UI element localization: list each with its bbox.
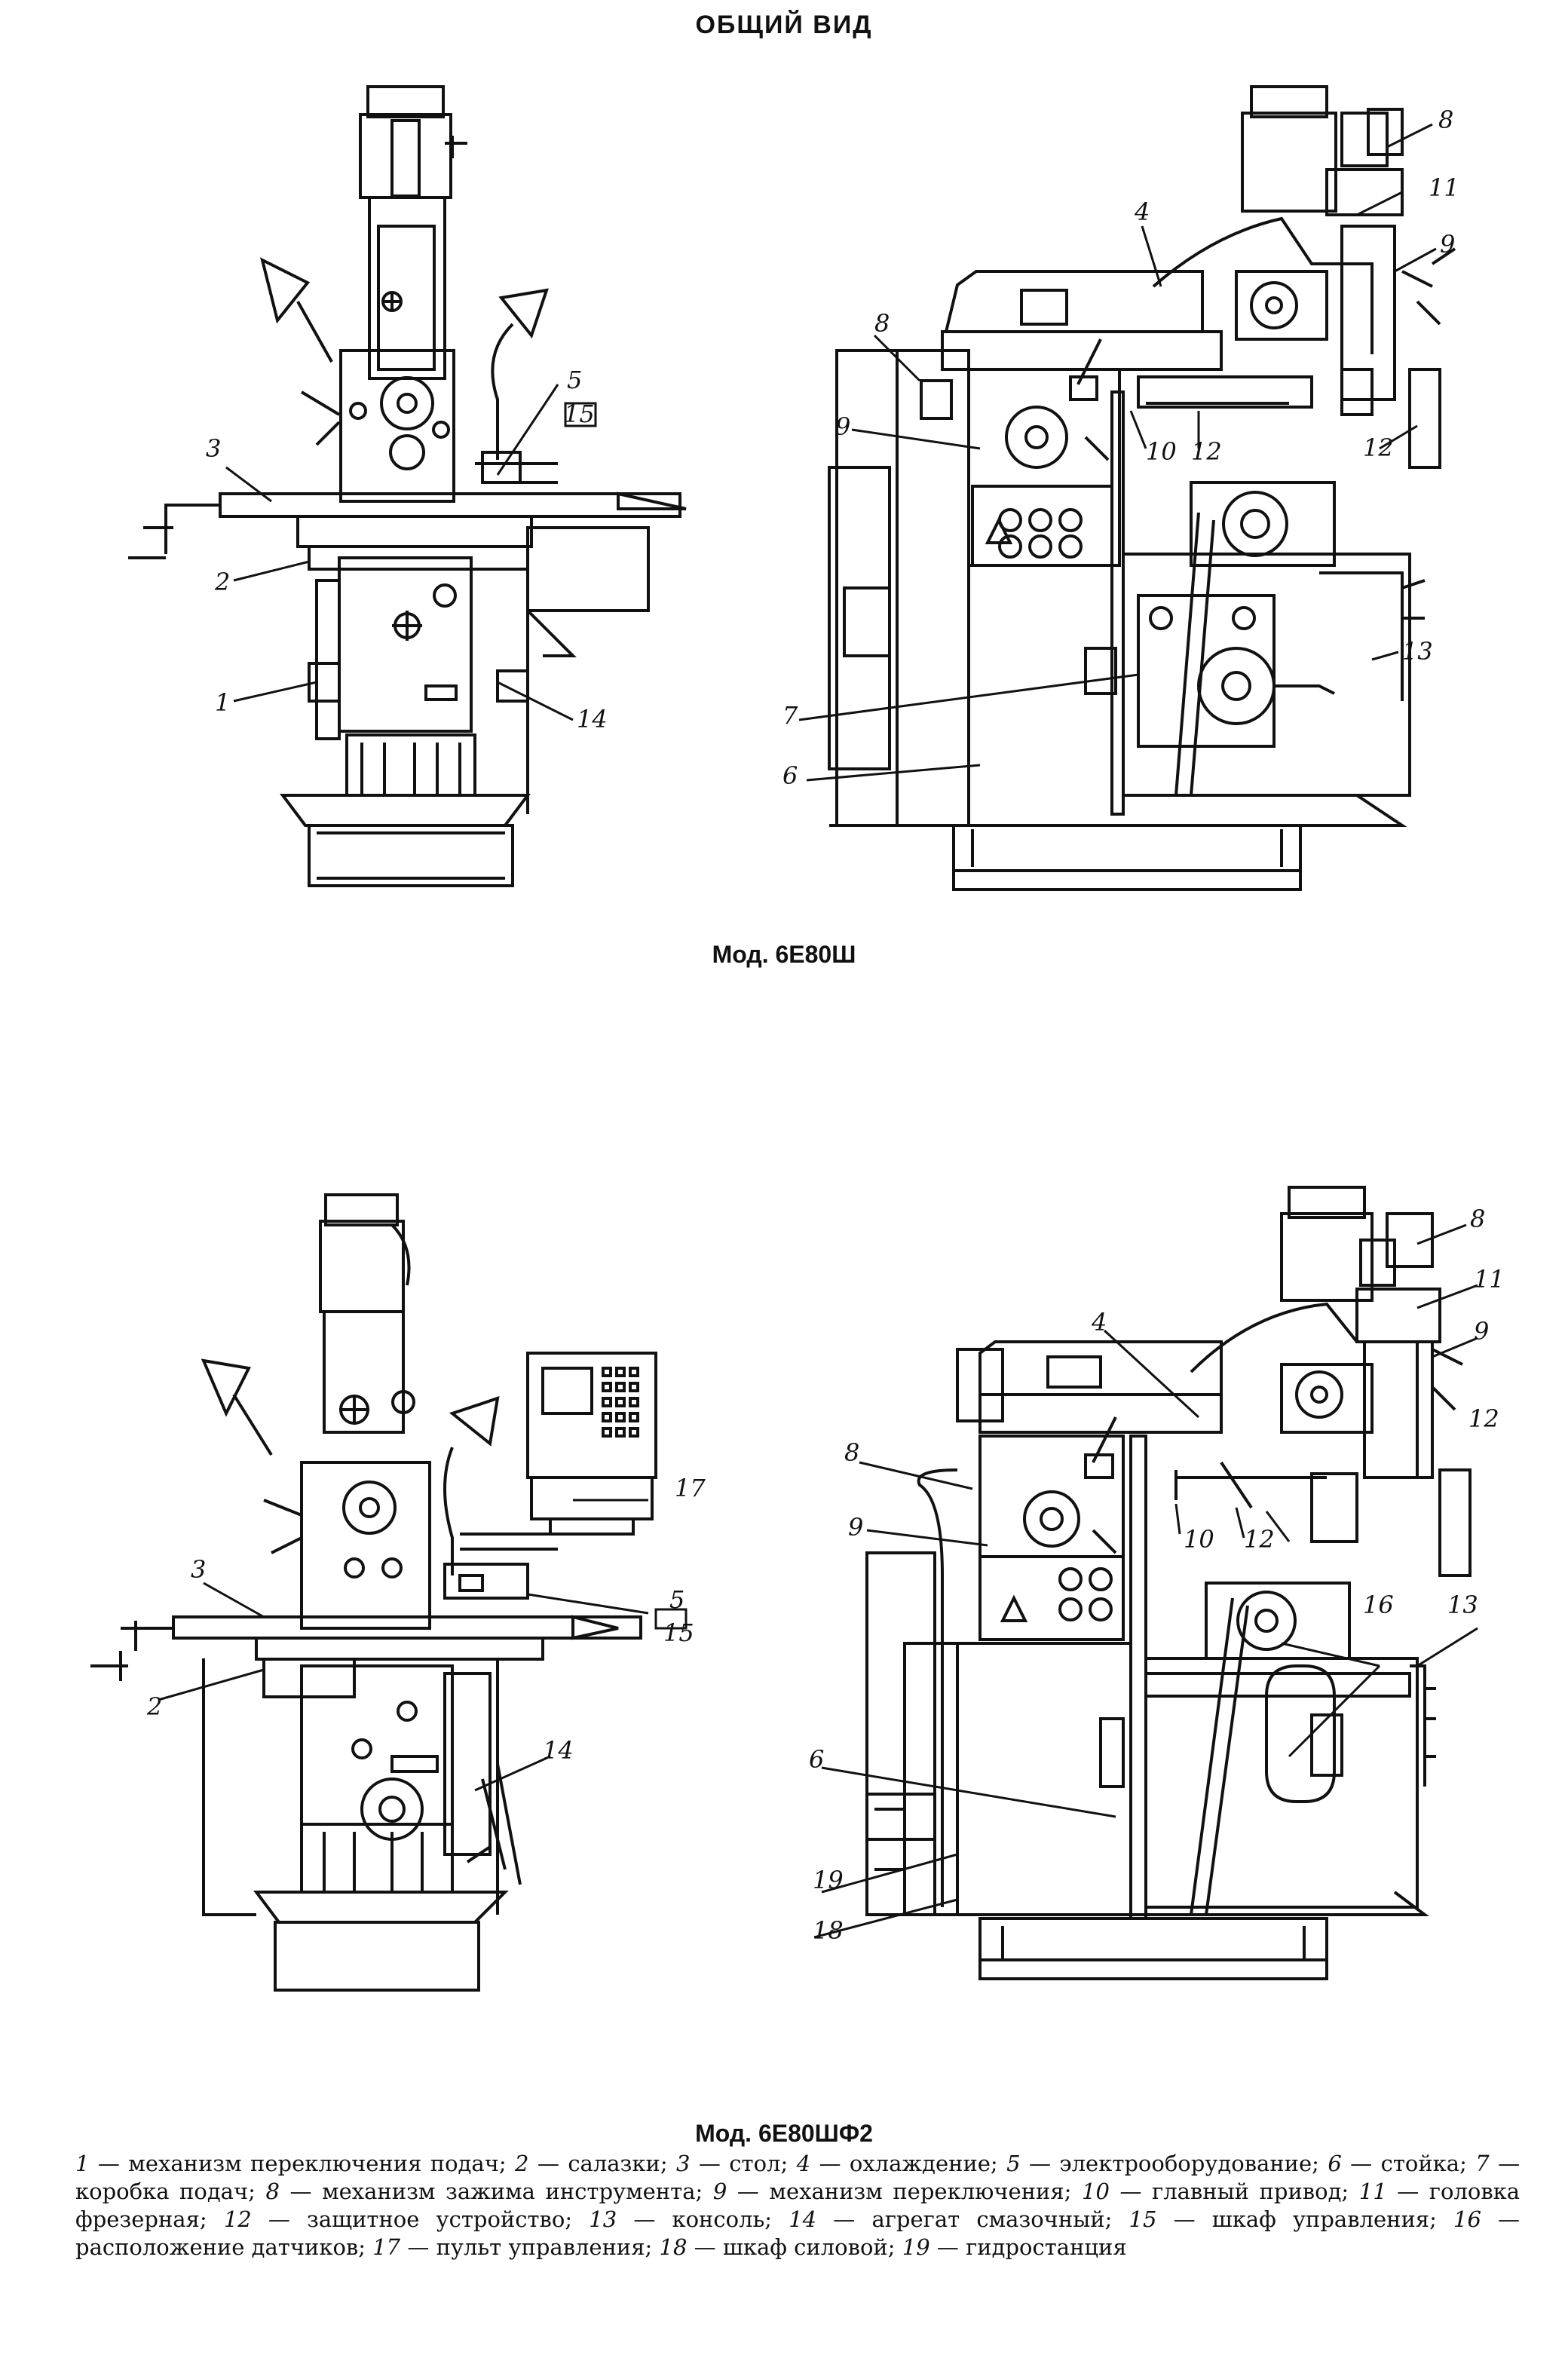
callout-10: 10 — [1184, 1525, 1214, 1554]
legend-text: механизм переключения подач; — [128, 2151, 507, 2176]
fig2-side-view — [865, 1186, 1472, 1980]
legend-num: 10 — [1082, 2179, 1110, 2204]
legend-text: шкаф управления; — [1211, 2206, 1437, 2232]
legend-num: 17 — [372, 2234, 401, 2260]
legend-num: 14 — [789, 2206, 817, 2232]
legend-text: охлаждение; — [849, 2151, 998, 2176]
legend-text: агрегат смазочный; — [871, 2206, 1113, 2232]
callout-9b: 9 — [835, 412, 850, 441]
legend-num: 5 — [1006, 2151, 1021, 2176]
callout-11: 11 — [1429, 173, 1459, 202]
legend-text: пульт управления; — [436, 2234, 653, 2260]
legend-num: 6 — [1328, 2151, 1342, 2176]
legend-text: стол; — [729, 2151, 789, 2176]
legend-num: 12 — [223, 2206, 252, 2232]
callout-16: 16 — [1363, 1591, 1394, 1619]
legend-num: 7 — [1475, 2151, 1490, 2176]
legend-num: 1 — [75, 2151, 90, 2176]
fig2-front-view — [90, 1193, 657, 1992]
legend-text: главный привод; — [1152, 2179, 1349, 2204]
figure-caption-1: Мод. 6Е80Ш — [712, 941, 856, 968]
legend-text: головка фрезерная; — [75, 2179, 1521, 2232]
legend-text: электрооборудование; — [1059, 2151, 1319, 2176]
legend-text: стойка; — [1380, 2151, 1467, 2176]
callout-4: 4 — [1091, 1308, 1107, 1337]
leader-lines — [158, 123, 1478, 1939]
callout-8: 8 — [1438, 106, 1453, 134]
callout-9: 9 — [1474, 1317, 1489, 1346]
legend-text: защитное устройство; — [307, 2206, 573, 2232]
legend-text: консоль; — [672, 2206, 773, 2232]
legend-text: салазки; — [568, 2151, 668, 2176]
callout-1: 1 — [215, 688, 230, 717]
legend-num: 2 — [515, 2151, 529, 2176]
legend-num: 8 — [265, 2179, 280, 2204]
callout-9b: 9 — [848, 1513, 863, 1542]
callout-18: 18 — [813, 1916, 844, 1945]
legend-text: гидростанция — [966, 2234, 1127, 2260]
callout-12: 12 — [1191, 437, 1222, 466]
callout-15: 15 — [564, 400, 595, 428]
callout-15: 15 — [663, 1618, 694, 1647]
callout-13: 13 — [1447, 1591, 1478, 1619]
page-title: ОБЩИЙ ВИД — [695, 11, 873, 39]
legend-num: 4 — [796, 2151, 811, 2176]
callout-8: 8 — [1470, 1205, 1485, 1233]
legend-text: шкаф силовой; — [722, 2234, 896, 2260]
legend-text: расположение датчиков; — [75, 2234, 366, 2260]
callout-3: 3 — [206, 434, 221, 463]
callout-13: 13 — [1402, 637, 1433, 666]
callout-3: 3 — [191, 1555, 206, 1584]
legend-num: 15 — [1129, 2206, 1157, 2232]
callout-labels: 3 2 1 5 15 14 8 11 4 9 8 9 10 12 12 13 7… — [146, 106, 1505, 1945]
callout-5: 5 — [567, 366, 582, 394]
callout-14: 14 — [577, 705, 608, 733]
fig1-side-view — [828, 85, 1456, 891]
legend-num: 18 — [659, 2234, 688, 2260]
legend-num: 19 — [902, 2234, 930, 2260]
legend-text: механизм переключения; — [769, 2179, 1072, 2204]
legend-num: 16 — [1453, 2206, 1481, 2232]
callout-2: 2 — [214, 568, 230, 596]
callout-10: 10 — [1146, 437, 1177, 466]
fig1-front-view — [128, 85, 687, 887]
callout-6: 6 — [809, 1745, 824, 1774]
callout-8b: 8 — [844, 1438, 859, 1467]
legend-num: 9 — [712, 2179, 727, 2204]
callout-5: 5 — [669, 1585, 684, 1614]
legend-text: коробка подач; — [75, 2179, 256, 2204]
callout-12: 12 — [1468, 1404, 1499, 1433]
callout-12b: 12 — [1363, 433, 1394, 462]
legend-num: 13 — [589, 2206, 617, 2232]
legend-text: механизм зажима инструмента; — [322, 2179, 703, 2204]
legend: 1 — механизм переключения подач; 2 — сал… — [75, 2151, 1521, 2260]
callout-12b: 12 — [1244, 1525, 1275, 1554]
callout-19: 19 — [813, 1866, 844, 1894]
legend-num: 3 — [676, 2151, 691, 2176]
keypad — [602, 1367, 639, 1438]
callout-8b: 8 — [874, 309, 890, 338]
callout-9: 9 — [1440, 230, 1455, 259]
legend-num: 11 — [1358, 2179, 1387, 2204]
callout-7: 7 — [782, 701, 798, 730]
callout-2: 2 — [146, 1692, 162, 1721]
callout-6: 6 — [782, 761, 798, 790]
callout-11: 11 — [1474, 1265, 1505, 1294]
callout-4: 4 — [1134, 198, 1150, 226]
figure-caption-2: Мод. 6Е80ШФ2 — [695, 2120, 873, 2147]
callout-17: 17 — [675, 1474, 706, 1502]
callout-14: 14 — [543, 1736, 574, 1765]
